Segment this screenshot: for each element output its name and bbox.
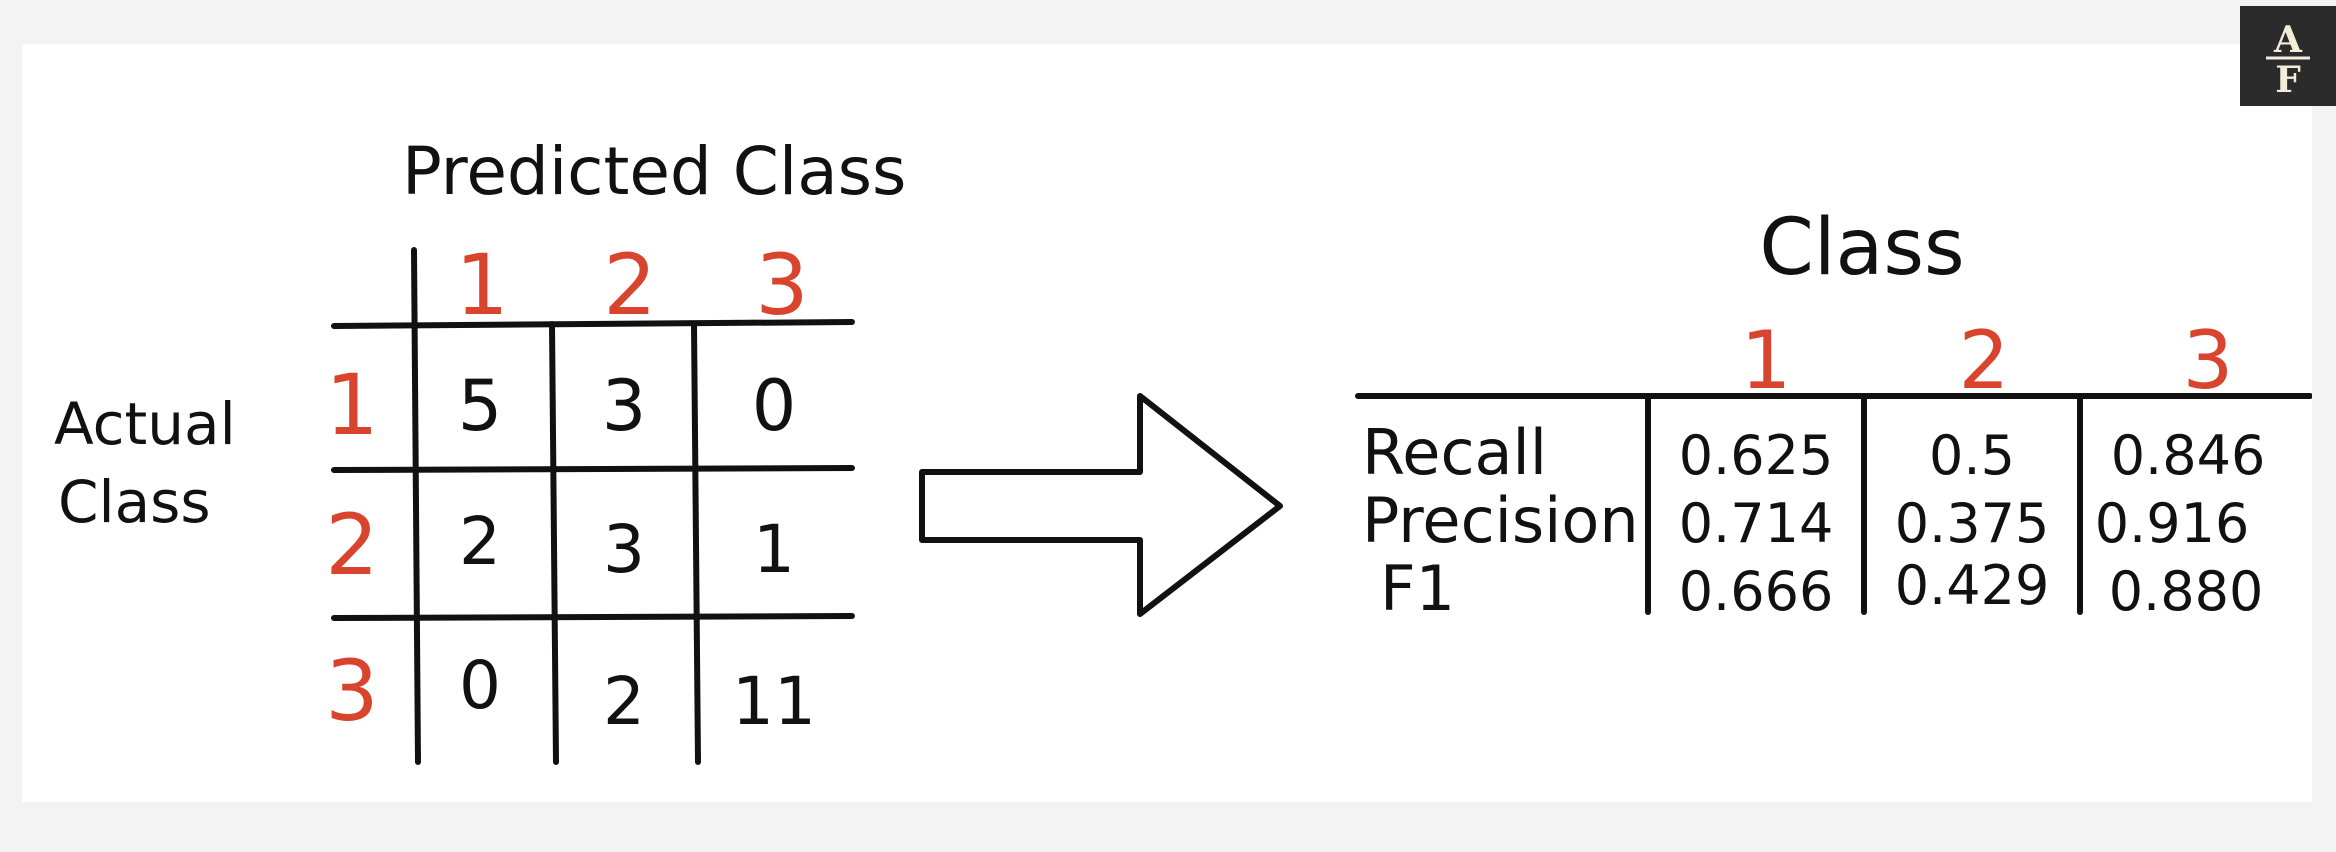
cm-cell-3-2: 2 bbox=[603, 663, 645, 740]
cm-col-label-3: 3 bbox=[755, 236, 808, 334]
cm-cell-2-3: 1 bbox=[753, 511, 795, 588]
cm-cell-1-1: 5 bbox=[458, 365, 503, 447]
cm-cell-1-2: 3 bbox=[602, 365, 647, 447]
logo-letter-a: A bbox=[2273, 19, 2303, 61]
cm-col-label-1: 1 bbox=[455, 236, 508, 334]
metrics-class-title: Class bbox=[1759, 203, 1964, 293]
class-label: Class bbox=[58, 468, 211, 536]
logo-letter-f: F bbox=[2275, 59, 2301, 96]
cm-col-label-2: 2 bbox=[603, 236, 656, 334]
metric-label-f1: F1 bbox=[1380, 552, 1455, 625]
metric-value: 0.625 bbox=[1679, 424, 1834, 487]
cm-cell-3-1: 0 bbox=[459, 647, 501, 724]
metrics-col-label-3: 3 bbox=[2183, 314, 2234, 407]
cm-cell-3-3: 11 bbox=[732, 663, 816, 740]
cm-grid bbox=[331, 247, 855, 765]
metric-value: 0.375 bbox=[1895, 492, 2050, 555]
metric-label-precision: Precision bbox=[1362, 484, 1639, 557]
logo-mark: A F bbox=[2266, 19, 2310, 96]
metrics-col-label-1: 1 bbox=[1741, 314, 1792, 407]
metrics-grid bbox=[1355, 393, 2313, 615]
actual-label: Actual bbox=[54, 390, 236, 458]
cm-row-label-2: 2 bbox=[325, 496, 378, 594]
cm-row-label-1: 1 bbox=[325, 356, 378, 454]
predicted-class-title: Predicted Class bbox=[402, 133, 906, 210]
metric-value: 0.429 bbox=[1895, 554, 2050, 617]
metrics-col-label-2: 2 bbox=[1959, 314, 2010, 407]
brand-logo: A F bbox=[2240, 6, 2336, 106]
right-arrow-icon bbox=[919, 393, 1283, 617]
diagram-canvas: Predicted Class Actual Class 1 2 3 1 2 3… bbox=[54, 133, 2313, 765]
metric-label-recall: Recall bbox=[1362, 416, 1547, 489]
metric-value: 0.5 bbox=[1929, 424, 2015, 487]
cm-row-label-3: 3 bbox=[325, 642, 378, 740]
metric-value: 0.666 bbox=[1679, 560, 1834, 623]
cm-cell-1-3: 0 bbox=[752, 365, 797, 447]
cm-cell-2-2: 3 bbox=[603, 511, 645, 588]
metric-value: 0.846 bbox=[2111, 424, 2266, 487]
cm-cell-2-1: 2 bbox=[459, 503, 501, 580]
whiteboard: Predicted Class Actual Class 1 2 3 1 2 3… bbox=[22, 44, 2313, 802]
metric-value: 0.880 bbox=[2109, 560, 2264, 623]
metric-value: 0.916 bbox=[2095, 492, 2250, 555]
metric-value: 0.714 bbox=[1679, 492, 1834, 555]
